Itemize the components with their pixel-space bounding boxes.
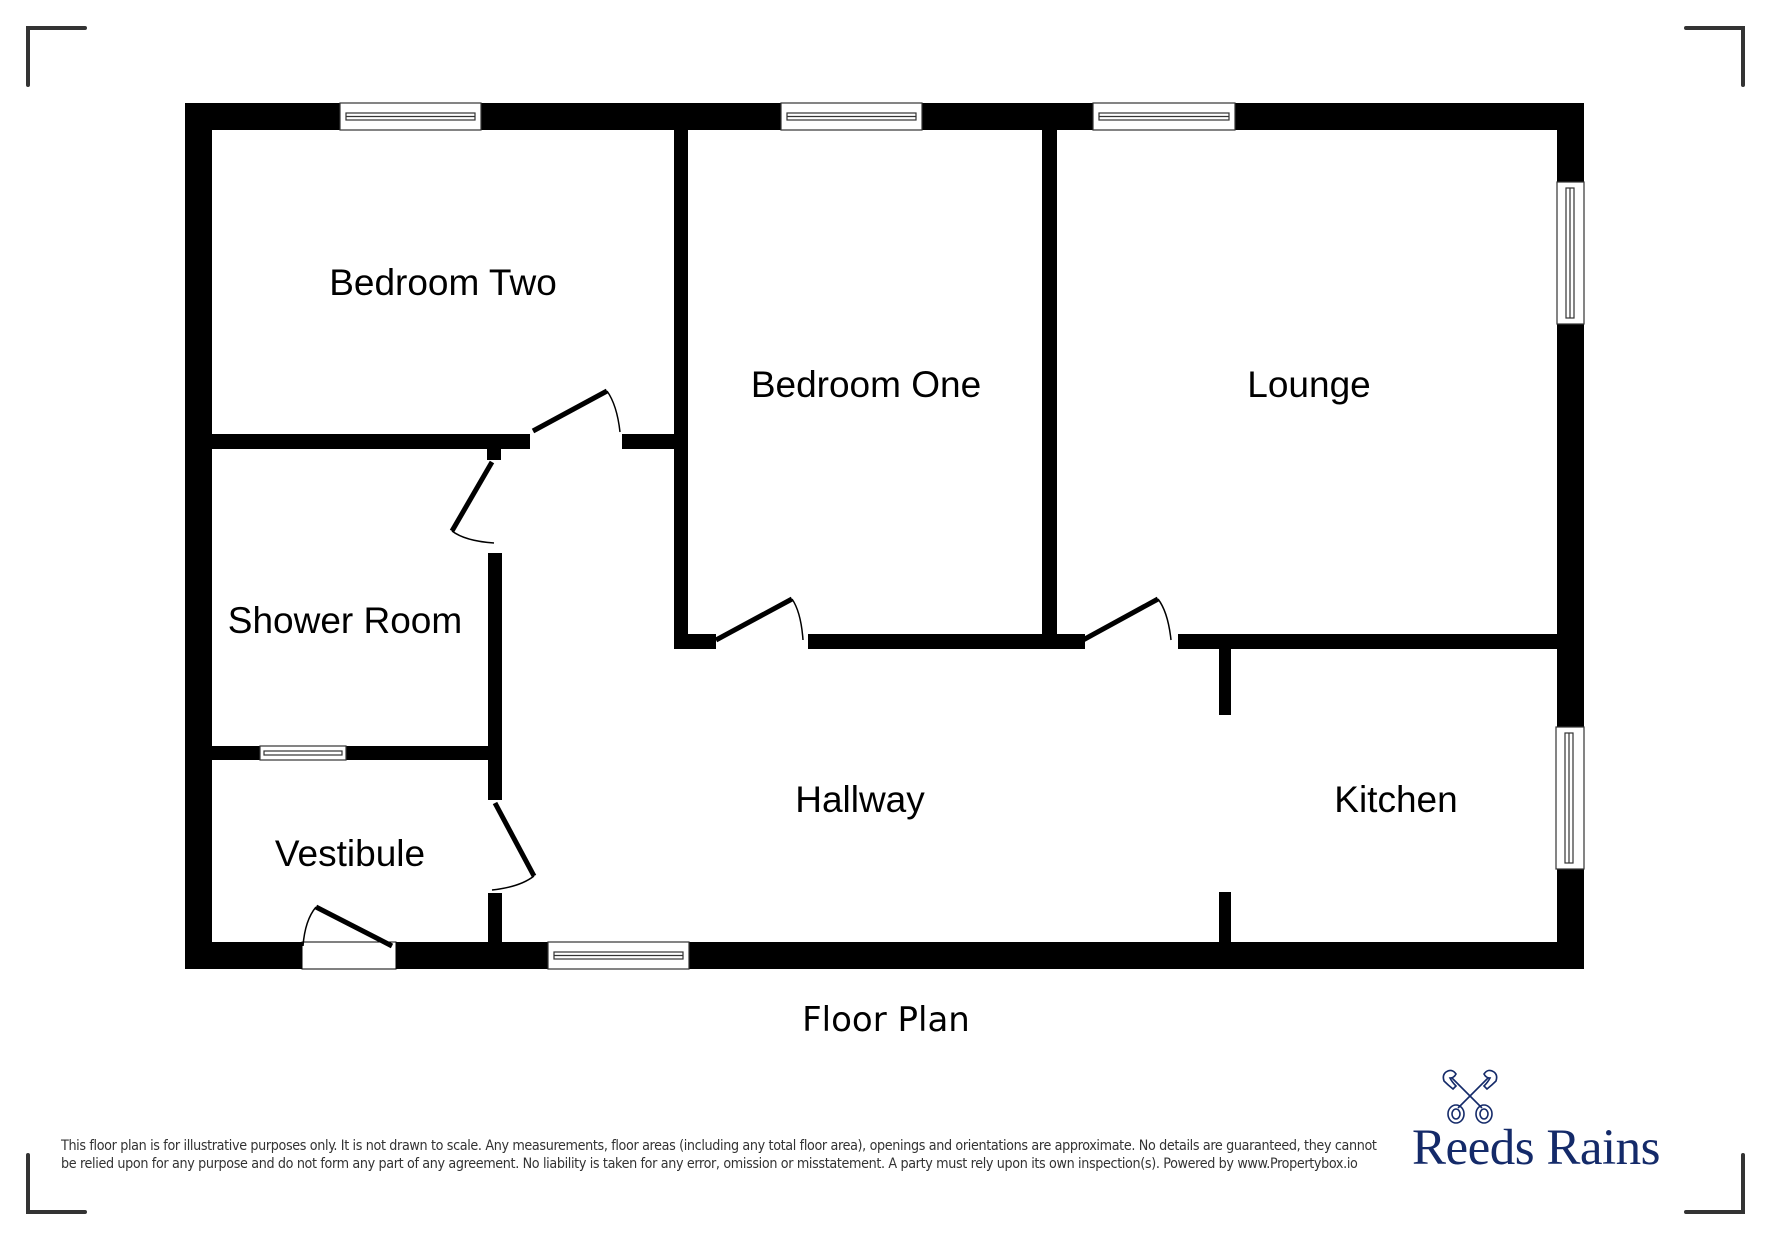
door-bedroom-two <box>531 388 621 434</box>
doors <box>302 388 1172 949</box>
wall-bedroom-one-left <box>674 130 688 649</box>
door-bedroom-one <box>714 596 804 643</box>
outer-wall-left <box>185 103 212 969</box>
room-label-lounge: Lounge <box>1247 364 1370 405</box>
wall-shower-vestibule <box>212 746 488 760</box>
brand-name: Reeds Rains <box>1411 1120 1661 1176</box>
room-label-bedroom-two: Bedroom Two <box>329 262 557 303</box>
corner-mark-top-right <box>1684 26 1745 87</box>
door-vestibule <box>491 801 537 891</box>
corner-mark-bottom-left <box>26 1153 87 1214</box>
window-bedroom-one <box>780 102 923 131</box>
wall-stub <box>487 449 501 460</box>
corner-marks <box>26 26 1745 1214</box>
window-lounge-side <box>1556 181 1585 325</box>
corner-mark-bottom-right <box>1684 1153 1745 1214</box>
wall-bedroom-two-bottom-right <box>622 434 681 449</box>
wall-bedroom-one-bottom-a <box>674 634 716 649</box>
wall-shower-room-right <box>488 553 502 800</box>
front-door-opening <box>301 941 397 970</box>
windows <box>259 102 1585 970</box>
corner-mark-top-left <box>26 26 87 87</box>
window-bedroom-two <box>339 102 482 131</box>
floor-plan-caption: Floor Plan <box>802 1000 970 1040</box>
wall-bedroom-two-bottom-left <box>212 434 530 449</box>
wall-vestibule-right-lower <box>488 893 502 942</box>
room-label-vestibule: Vestibule <box>275 833 425 874</box>
wall-kitchen-partition-top <box>1219 649 1231 715</box>
wall-bedroom-one-bottom-b <box>808 634 1085 649</box>
window-shower-room <box>259 745 347 761</box>
door-front-entrance <box>302 904 394 949</box>
room-labels: Bedroom Two Bedroom One Lounge Shower Ro… <box>228 262 1458 874</box>
wall-bedroom-one-right <box>1042 130 1057 649</box>
wall-kitchen-partition-bottom <box>1219 892 1231 942</box>
outer-wall-bottom <box>185 942 1584 969</box>
door-lounge <box>1081 596 1172 643</box>
room-label-kitchen: Kitchen <box>1334 779 1457 820</box>
disclaimer-text: This floor plan is for illustrative purp… <box>61 1138 1377 1172</box>
room-label-bedroom-one: Bedroom One <box>751 364 981 405</box>
wall-lounge-bottom <box>1178 634 1557 649</box>
room-label-shower-room: Shower Room <box>228 600 462 641</box>
crossed-keys-icon <box>1442 1069 1498 1124</box>
door-shower-room <box>449 460 495 544</box>
window-hallway <box>547 941 690 970</box>
window-lounge-top <box>1092 102 1236 131</box>
window-kitchen <box>1555 726 1585 870</box>
room-label-hallway: Hallway <box>795 779 925 820</box>
